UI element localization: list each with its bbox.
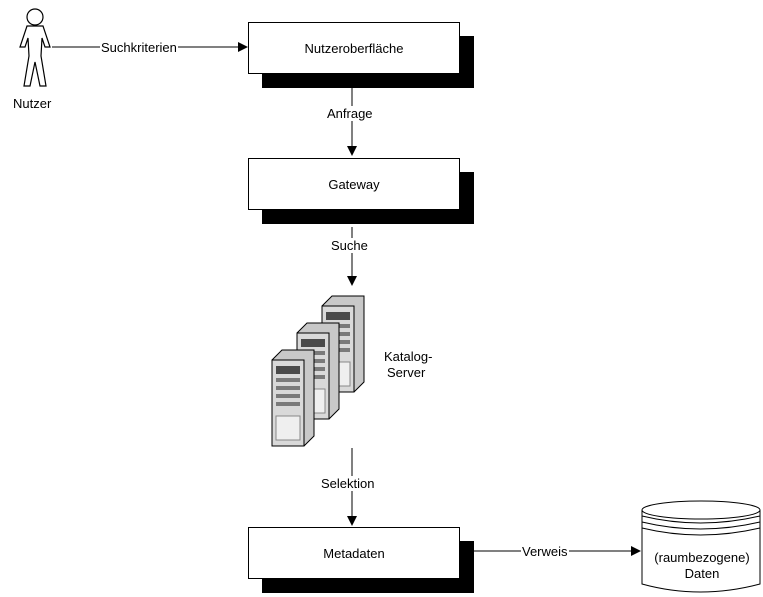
- database-cylinder-icon: [641, 500, 761, 593]
- box-user-interface: Nutzeroberfläche: [248, 22, 460, 74]
- box-gateway: Gateway: [248, 158, 460, 210]
- database-label-line2: Daten: [684, 566, 720, 581]
- box-metadata: Metadaten: [248, 527, 460, 579]
- label-search-criteria: Suchkriterien: [100, 40, 178, 55]
- box-gateway-label: Gateway: [328, 176, 380, 192]
- server-label-line2: Server: [386, 365, 427, 380]
- label-search: Suche: [330, 238, 369, 253]
- label-selection: Selektion: [320, 476, 376, 491]
- catalog-server-icon: [271, 295, 365, 447]
- actor-label: Nutzer: [12, 96, 53, 111]
- box-metadata-label: Metadaten: [323, 545, 385, 561]
- database-label-line1: (raumbezogene): [654, 550, 750, 565]
- user-actor-icon: [19, 8, 51, 87]
- server-label-line1: Katalog-: [383, 349, 434, 364]
- box-user-interface-label: Nutzeroberfläche: [304, 40, 404, 56]
- label-reference: Verweis: [521, 544, 569, 559]
- label-request: Anfrage: [326, 106, 374, 121]
